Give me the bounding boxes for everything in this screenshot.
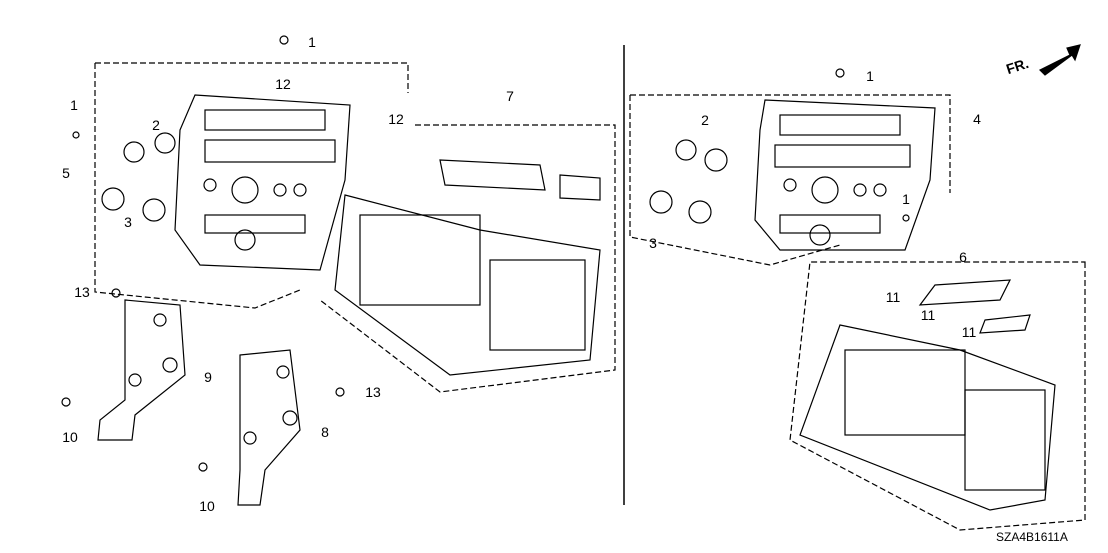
callout: 3 [124, 214, 132, 230]
assembly-box-7 [319, 124, 616, 393]
audio-panel-right [754, 99, 936, 251]
callout: 10 [62, 429, 78, 445]
assembly-box-right [629, 94, 951, 266]
knobs-right [649, 139, 728, 224]
audio-panel-left [174, 94, 351, 271]
callout: 7 [506, 88, 514, 104]
front-arrow-icon [1038, 44, 1081, 76]
callout: 1 [70, 97, 78, 113]
callout: 11 [961, 324, 977, 340]
bracket-8 [237, 349, 301, 506]
callout: 6 [959, 249, 967, 265]
callout: 1 [308, 34, 316, 50]
callout: 4 [973, 111, 981, 127]
callout: 9 [204, 369, 212, 385]
assembly-box-6 [789, 261, 1086, 531]
audio-unit-right [799, 279, 1056, 511]
knobs-left [101, 132, 176, 222]
assembly-box-left [94, 62, 409, 309]
callout: 5 [62, 165, 70, 181]
diagram-code: SZA4B1611A [996, 530, 1068, 544]
callout: 3 [649, 235, 657, 251]
callout: 13 [365, 384, 381, 400]
callout: 10 [199, 498, 215, 514]
callout: 8 [321, 424, 329, 440]
screws [61, 35, 910, 472]
callout: 11 [885, 289, 901, 305]
callout: 2 [152, 117, 160, 133]
callout: 11 [920, 307, 936, 323]
callout: 2 [701, 112, 709, 128]
callout: 12 [388, 111, 404, 127]
bracket-9 [97, 299, 186, 441]
callout: 13 [74, 284, 90, 300]
callout: 1 [902, 191, 910, 207]
audio-unit-left [334, 159, 601, 376]
callout: 1 [866, 68, 874, 84]
callout: 12 [275, 76, 291, 92]
